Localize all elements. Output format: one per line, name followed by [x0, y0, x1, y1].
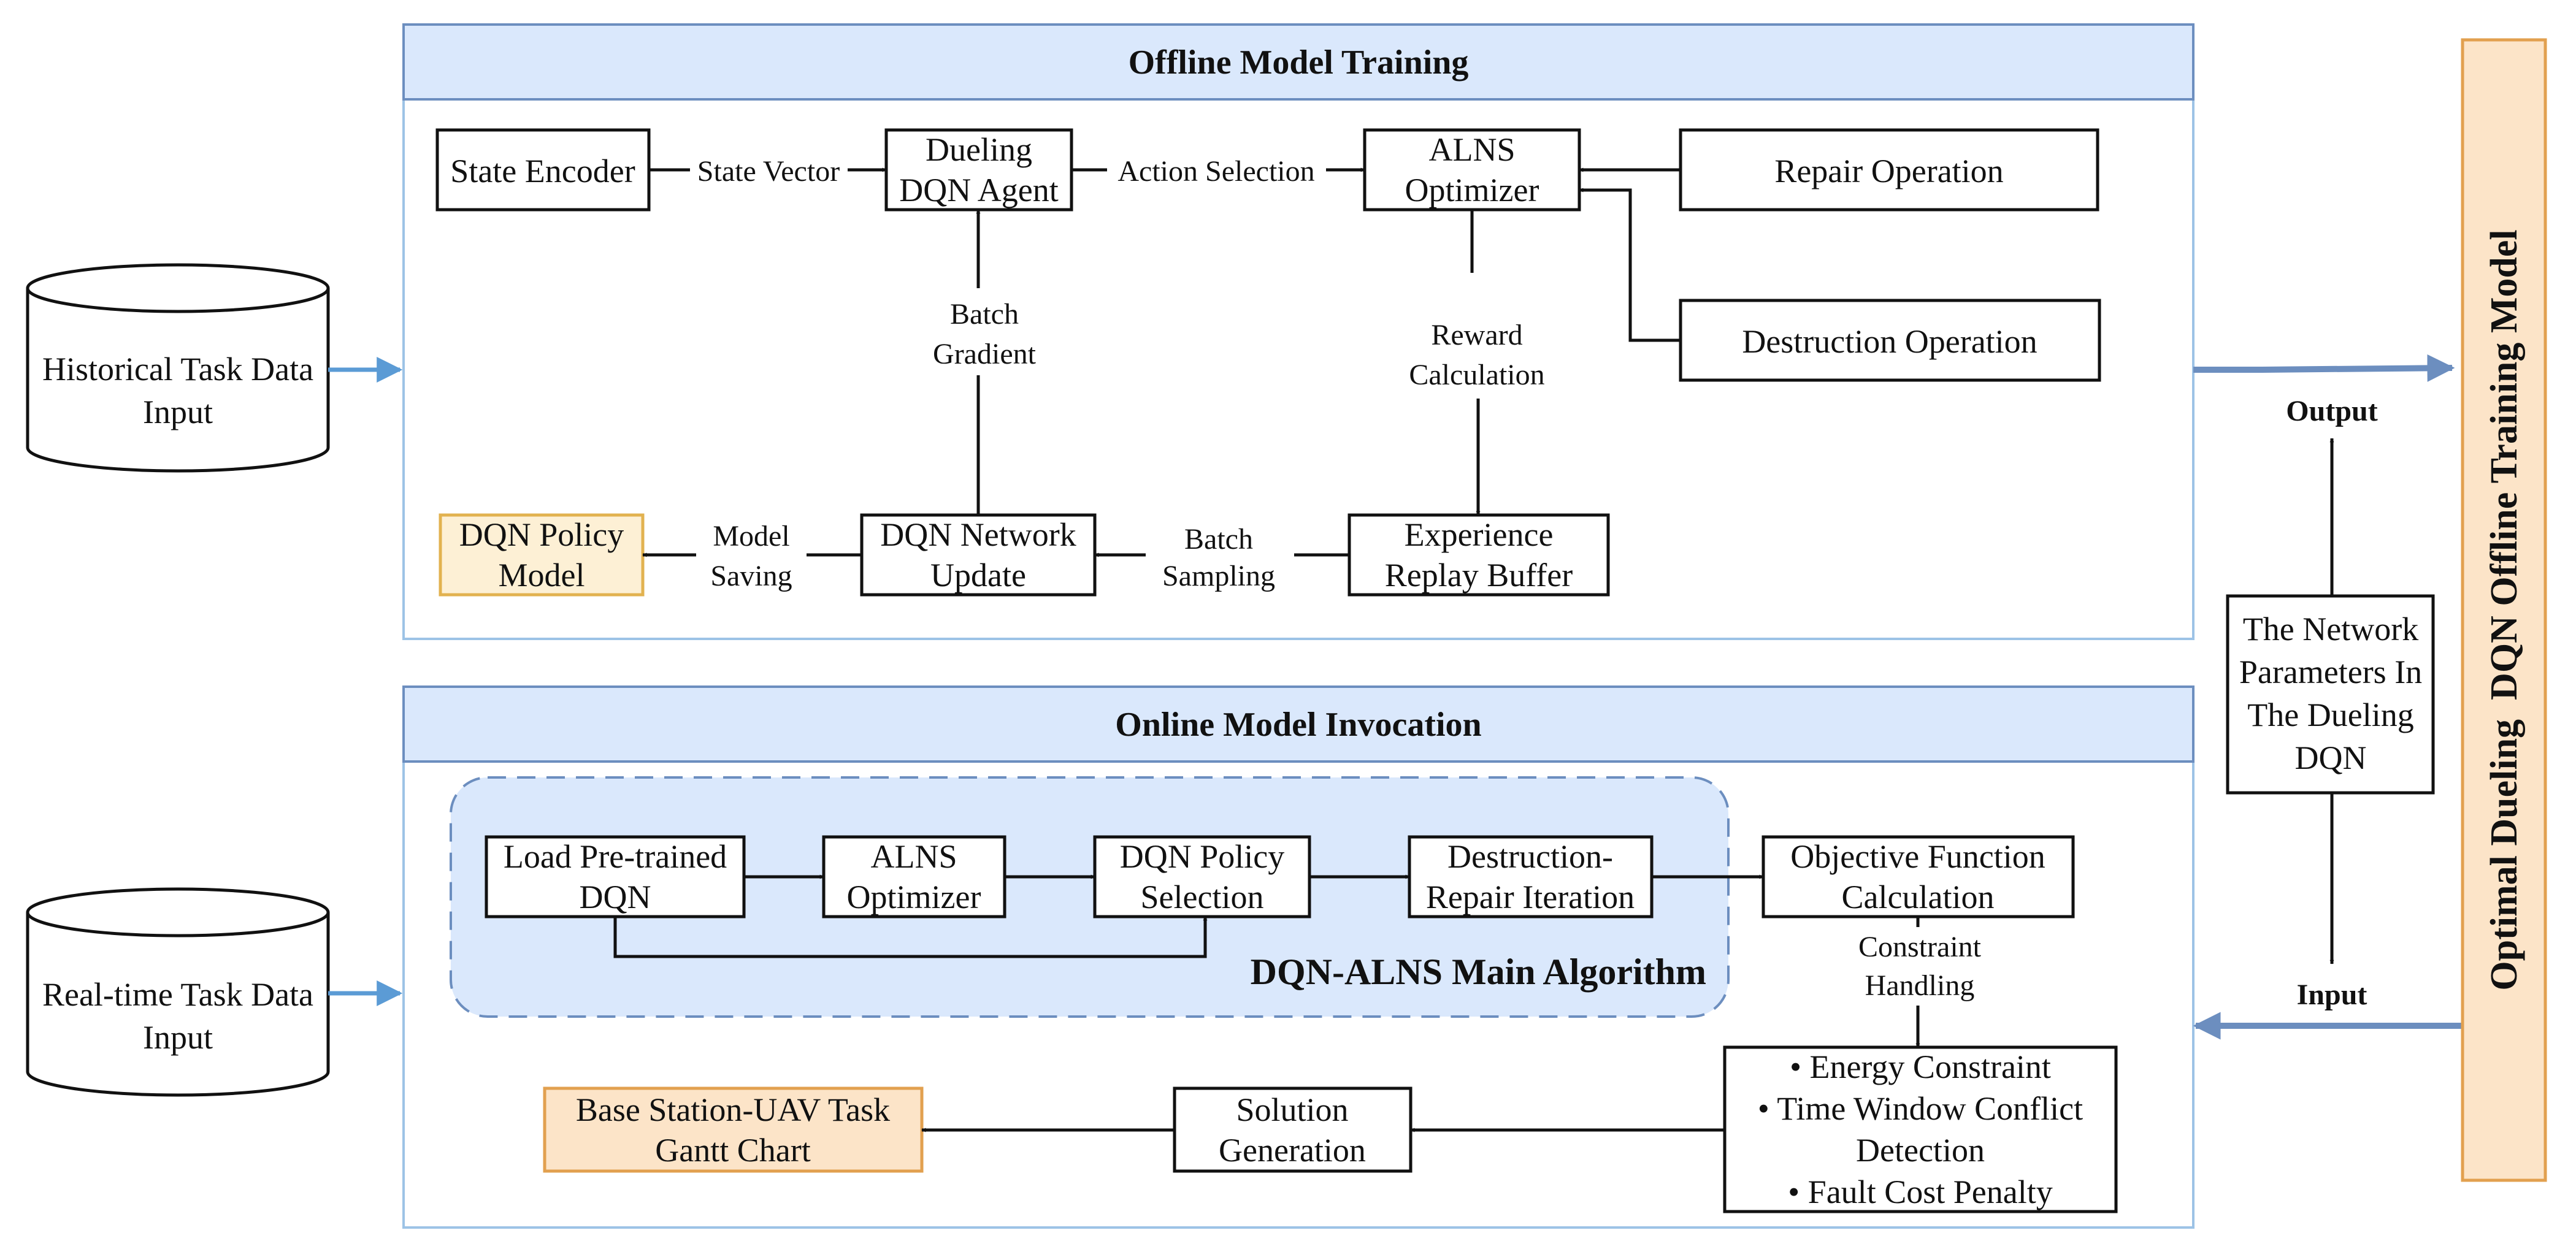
- dueling-agent-label-2: DQN Agent: [899, 172, 1058, 208]
- main-algorithm-label: DQN-ALNS Main Algorithm: [1251, 952, 1706, 992]
- batch-gradient-label: Batch: [950, 298, 1019, 330]
- network-update-label: DQN Network: [880, 516, 1076, 553]
- realtime-data-label: Real-time Task Data: [42, 976, 313, 1013]
- input-label: Input: [2297, 979, 2367, 1011]
- alns-optimizer-label: ALNS: [1428, 131, 1515, 168]
- historical-data-label: Historical Task Data: [42, 351, 313, 388]
- alns-optimizer-label-2: Optimizer: [1405, 172, 1539, 208]
- realtime-data-label-2: Input: [143, 1019, 213, 1056]
- model-saving-label: Model: [713, 520, 789, 552]
- online-alns-label: ALNS: [870, 838, 957, 875]
- network-params-line-4: DQN: [2295, 739, 2367, 776]
- historical-database-icon: [26, 288, 330, 473]
- batch-gradient-label-2: Gradient: [933, 338, 1037, 370]
- network-params-line-1: The Network: [2243, 611, 2418, 647]
- dueling-agent-label: Dueling: [926, 131, 1032, 168]
- policy-selection-label-2: Selection: [1141, 879, 1264, 915]
- objective-function-label-2: Calculation: [1842, 879, 1995, 915]
- optimal-model-bar: [2461, 38, 2547, 1182]
- realtime-database-icon: [26, 912, 330, 1097]
- gantt-chart-label-2: Gantt Chart: [655, 1132, 810, 1169]
- objective-function-label: Objective Function: [1790, 838, 2045, 875]
- arrow-load-to-policy: [613, 916, 1208, 958]
- policy-model-label: DQN Policy: [459, 516, 624, 553]
- dqn-policy-model-box: [439, 513, 645, 597]
- batch-sampling-label: Batch: [1184, 523, 1253, 556]
- repair-operation-box: [1679, 128, 2099, 212]
- state-encoder-box: [435, 128, 651, 212]
- replay-buffer-label-2: Replay Buffer: [1385, 557, 1573, 594]
- solution-generation-box: [1173, 1086, 1413, 1173]
- arrow-reward-calculation: [1470, 210, 1478, 515]
- solution-generation-label: Solution: [1236, 1091, 1348, 1128]
- network-params-line-3: The Dueling: [2247, 697, 2413, 733]
- online-alns-label-2: Optimizer: [847, 879, 981, 915]
- network-update-label-2: Update: [930, 557, 1026, 594]
- arrow-destruction-to-alns: [1579, 188, 1681, 342]
- replay-buffer-label: Experience: [1405, 516, 1554, 553]
- output-label: Output: [2286, 395, 2377, 427]
- gantt-chart-label: Base Station-UAV Task: [576, 1091, 890, 1128]
- network-params-line-2: Parameters In: [2239, 654, 2422, 690]
- network-parameters-box: [2226, 594, 2435, 795]
- historical-data-node: Historical Task Data Input: [26, 263, 330, 473]
- load-pretrained-label: Load Pre-trained: [504, 838, 727, 875]
- constraint-time-window-2: Detection: [1856, 1132, 1985, 1169]
- policy-selection-label: DQN Policy: [1120, 838, 1285, 875]
- model-saving-label-2: Saving: [710, 560, 792, 592]
- repair-operation-label: Repair Operation: [1774, 153, 2003, 189]
- load-pretrained-label-2: DQN: [580, 879, 651, 915]
- constraint-energy: • Energy Constraint: [1790, 1048, 2051, 1085]
- offline-header: [402, 23, 2195, 101]
- realtime-data-node: Real-time Task Data Input: [26, 887, 330, 1097]
- online-header: [402, 685, 2195, 763]
- historical-database-top: [26, 263, 330, 313]
- constraint-handling-label: Constraint: [1858, 931, 1982, 963]
- reward-calc-label: Reward: [1431, 319, 1522, 351]
- state-encoder-label: State Encoder: [450, 153, 635, 189]
- destruction-repair-label: Destruction-: [1447, 838, 1613, 875]
- realtime-database-top: [26, 887, 330, 937]
- destruction-operation-label: Destruction Operation: [1742, 323, 2037, 360]
- constraint-time-window: • Time Window Conflict: [1758, 1090, 2083, 1127]
- state-vector-label: State Vector: [697, 155, 840, 188]
- historical-data-label-2: Input: [143, 394, 213, 430]
- batch-sampling-label-2: Sampling: [1162, 560, 1275, 592]
- offline-title: Offline Model Training: [1129, 44, 1469, 82]
- reward-calc-label-2: Calculation: [1409, 359, 1544, 391]
- policy-model-label-2: Model: [499, 557, 585, 594]
- solution-generation-label-2: Generation: [1219, 1132, 1366, 1169]
- optimal-model-label: Optimal Dueling DQN Offline Training Mod…: [2483, 229, 2525, 990]
- action-selection-label: Action Selection: [1117, 155, 1314, 188]
- constraint-handling-label-2: Handling: [1865, 969, 1975, 1002]
- output-arrow: [2193, 354, 2455, 382]
- online-title: Online Model Invocation: [1115, 706, 1481, 744]
- destruction-repair-label-2: Repair Iteration: [1426, 879, 1635, 915]
- constraint-fault-cost: • Fault Cost Penalty: [1788, 1174, 2052, 1210]
